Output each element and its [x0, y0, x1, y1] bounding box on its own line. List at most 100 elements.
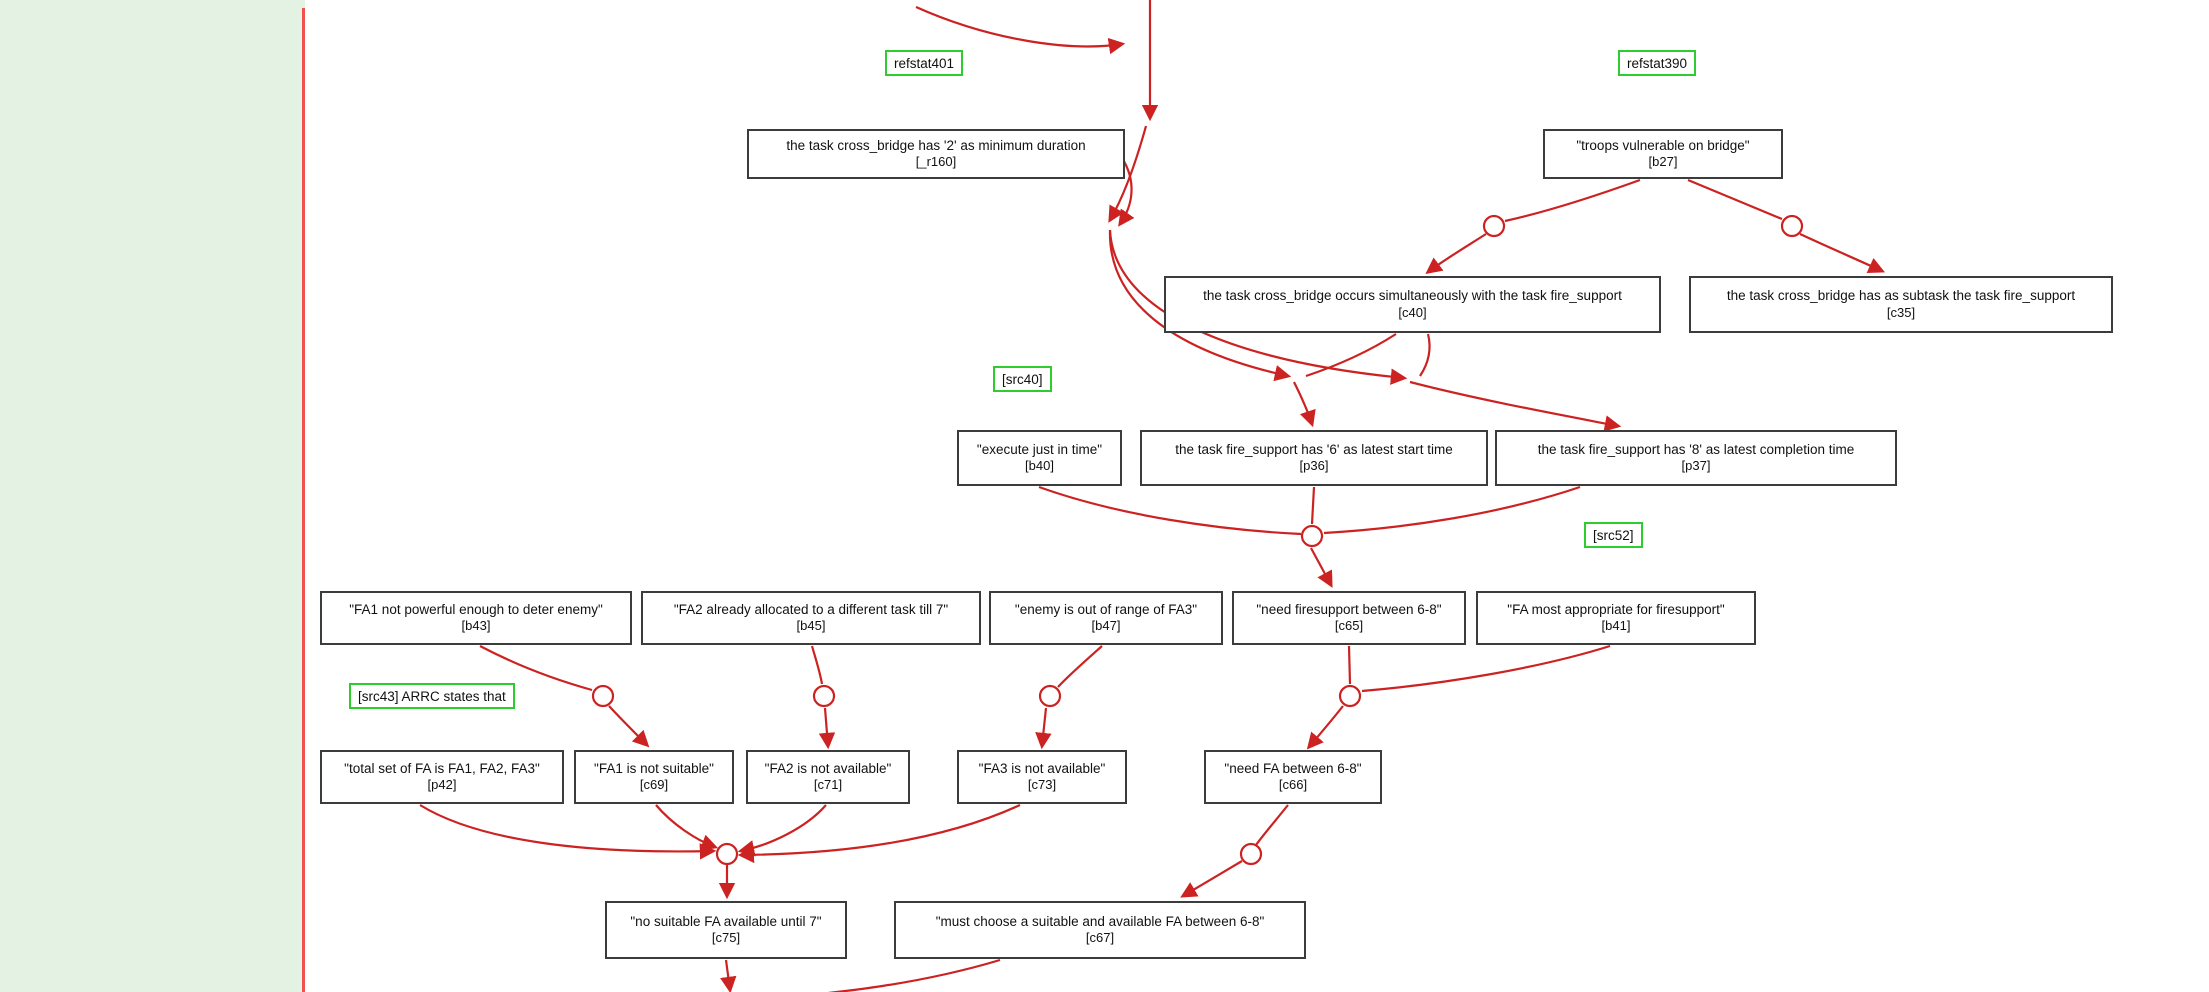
diagram-node-b27[interactable]: "troops vulnerable on bridge"[b27]: [1543, 129, 1783, 179]
node-id-text: [b45]: [796, 618, 826, 634]
node-id-text: [b41]: [1601, 618, 1631, 634]
node-id-text: [b43]: [461, 618, 491, 634]
node-id-text: [c71]: [813, 777, 843, 793]
arrow-connector: [818, 707, 836, 750]
diagram-node-c66[interactable]: "need FA between 6-8"[c66]: [1204, 750, 1382, 804]
arrow-connector: [1180, 860, 1243, 898]
diagram-node-p37[interactable]: the task fire_support has '8' as latest …: [1495, 430, 1897, 486]
node-id-text: [c35]: [1886, 304, 1916, 320]
arrow-connector: [479, 645, 593, 692]
junction-circle: [715, 842, 739, 866]
arrow-connector: [1799, 233, 1885, 274]
arrow-connector: [915, 5, 1126, 55]
node-statement-text: "FA most appropriate for firesupport": [1507, 601, 1725, 617]
arrow-connector: [1293, 381, 1316, 428]
arrow-connector: [1347, 645, 1352, 685]
diagram-node-c67[interactable]: "must choose a suitable and available FA…: [894, 901, 1306, 959]
node-statement-text: the task fire_support has '8' as latest …: [1537, 441, 1855, 457]
node-id-text: [c66]: [1278, 777, 1308, 793]
node-statement-text: "enemy is out of range of FA3": [1014, 601, 1198, 617]
source-label-src40[interactable]: [src40]: [993, 366, 1052, 392]
node-id-text: [c40]: [1398, 304, 1427, 320]
node-id-text: [_r160]: [915, 154, 957, 170]
arrow-connector: [608, 705, 650, 748]
arrow-connector: [1687, 178, 1783, 221]
diagram-node-c65[interactable]: "need firesupport between 6-8"[c65]: [1232, 591, 1466, 645]
arrow-connector: [1255, 804, 1289, 846]
node-statement-text: the task cross_bridge has as subtask the…: [1726, 288, 2076, 304]
junction-circle: [1780, 214, 1804, 238]
arrow-connector: [737, 804, 1021, 864]
diagram-node-c73[interactable]: "FA3 is not available"[c73]: [957, 750, 1127, 804]
node-statement-text: "need FA between 6-8": [1224, 760, 1362, 776]
left-divider-line: [302, 8, 305, 992]
node-statement-text: the task fire_support has '6' as latest …: [1175, 441, 1453, 457]
arrow-connector: [1305, 333, 1397, 378]
diagram-node-r160[interactable]: the task cross_bridge has '2' as minimum…: [747, 129, 1125, 179]
junction-circle: [1239, 842, 1263, 866]
diagram-node-b45[interactable]: "FA2 already allocated to a different ta…: [641, 591, 981, 645]
diagram-node-b47[interactable]: "enemy is out of range of FA3"[b47]: [989, 591, 1223, 645]
node-id-text: [b27]: [1648, 154, 1678, 170]
node-id-text: [b47]: [1091, 618, 1121, 634]
junction-circle: [591, 684, 615, 708]
diagram-node-c69[interactable]: "FA1 is not suitable"[c69]: [574, 750, 734, 804]
source-label-src52[interactable]: [src52]: [1584, 522, 1643, 548]
arrow-connector: [1108, 229, 1292, 382]
arrow-connector: [1425, 233, 1487, 274]
diagram-node-c75[interactable]: "no suitable FA available until 7"[c75]: [605, 901, 847, 959]
diagram-node-p42[interactable]: "total set of FA is FA1, FA2, FA3"[p42]: [320, 750, 564, 804]
arrow-connector: [1035, 707, 1052, 750]
junction-circle: [812, 684, 836, 708]
diagram-node-c35[interactable]: the task cross_bridge has as subtask the…: [1689, 276, 2113, 333]
source-label-src43[interactable]: [src43] ARRC states that: [349, 683, 515, 709]
arrow-connector: [1504, 178, 1641, 223]
node-id-text: [c75]: [711, 930, 741, 946]
node-id-text: [c67]: [1085, 930, 1115, 946]
node-statement-text: "execute just in time": [976, 441, 1103, 457]
arrow-connector: [737, 804, 827, 857]
node-id-text: [b40]: [1025, 458, 1054, 474]
node-statement-text: "FA1 is not suitable": [594, 760, 714, 776]
arrow-connector: [1419, 333, 1431, 377]
node-id-text: [p42]: [427, 777, 457, 793]
node-id-text: [c65]: [1334, 618, 1364, 634]
diagram-node-p36[interactable]: the task fire_support has '6' as latest …: [1140, 430, 1488, 486]
node-id-text: [p36]: [1299, 458, 1329, 474]
node-statement-text: "FA1 not powerful enough to deter enemy": [349, 601, 603, 617]
diagram-node-b43[interactable]: "FA1 not powerful enough to deter enemy"…: [320, 591, 632, 645]
source-label-refstat401[interactable]: refstat401: [885, 50, 964, 76]
node-statement-text: "FA2 is not available": [764, 760, 892, 776]
arrow-connector: [1310, 486, 1316, 525]
arrow-connector: [1057, 645, 1103, 688]
arrow-connector: [1306, 705, 1344, 750]
diagram-canvas: [305, 0, 2209, 992]
diagram-node-c40[interactable]: the task cross_bridge occurs simultaneou…: [1164, 276, 1661, 333]
junction-circle: [1300, 524, 1324, 548]
arrow-connector: [720, 959, 737, 992]
arrow-group: [419, 0, 1885, 992]
arrow-connector: [1310, 547, 1333, 588]
arrow-connector: [1361, 644, 1611, 693]
arrow-connector: [1118, 157, 1135, 227]
node-id-text: [c73]: [1027, 777, 1057, 793]
diagram-node-b41[interactable]: "FA most appropriate for firesupport"[b4…: [1476, 591, 1756, 645]
node-statement-text: "troops vulnerable on bridge": [1576, 137, 1750, 153]
node-statement-text: "must choose a suitable and available FA…: [935, 913, 1265, 929]
junction-circle: [1338, 684, 1362, 708]
diagram-node-c71[interactable]: "FA2 is not available"[c71]: [746, 750, 910, 804]
diagram-node-b40[interactable]: "execute just in time"[b40]: [957, 430, 1122, 486]
arrow-connector: [1323, 485, 1581, 535]
junction-circle: [1482, 214, 1506, 238]
node-statement-text: "FA3 is not available": [978, 760, 1106, 776]
node-statement-text: "total set of FA is FA1, FA2, FA3": [344, 760, 540, 776]
node-id-text: [p37]: [1681, 458, 1711, 474]
node-statement-text: "FA2 already allocated to a different ta…: [673, 601, 949, 617]
arrow-connector: [1038, 485, 1302, 536]
node-statement-text: the task cross_bridge occurs simultaneou…: [1203, 288, 1622, 304]
arrow-connector: [655, 804, 719, 851]
node-id-text: [c69]: [639, 777, 669, 793]
source-label-refstat390[interactable]: refstat390: [1618, 50, 1697, 76]
node-statement-text: the task cross_bridge has '2' as minimum…: [786, 137, 1086, 153]
